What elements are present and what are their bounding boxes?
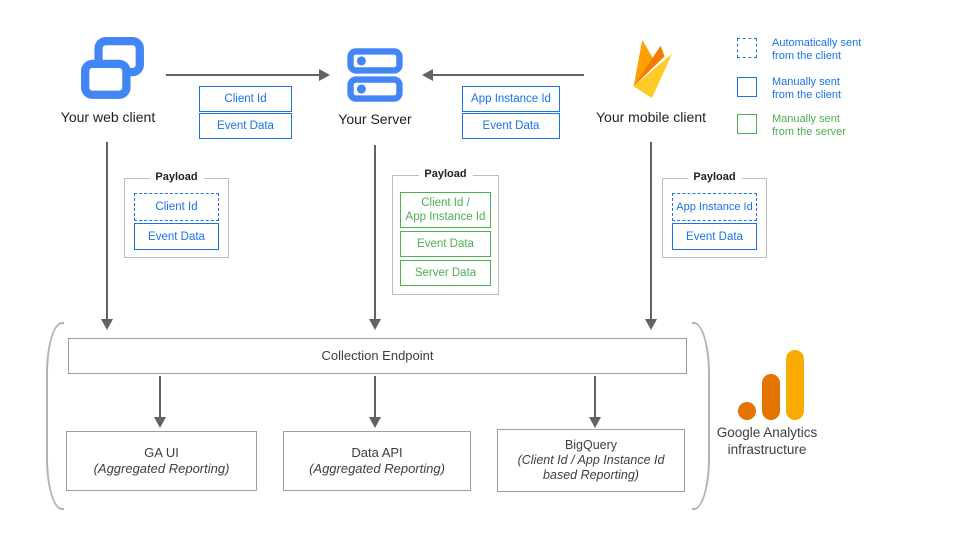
data-api-subtitle: (Aggregated Reporting)	[309, 461, 445, 476]
payload-web: Payload Client Id Event Data	[124, 171, 229, 258]
bigquery-box: BigQuery (Client Id / App Instance Id ba…	[497, 429, 685, 492]
data-api-title: Data API	[351, 445, 403, 460]
payload-server-title: Payload	[418, 168, 473, 180]
ga-ui-title: GA UI	[144, 445, 179, 460]
payload-server-server-data: Server Data	[400, 260, 491, 286]
infrastructure-bracket-left	[46, 322, 64, 510]
payload-web-client-id: Client Id	[134, 193, 219, 221]
server-stack-icon	[347, 48, 403, 102]
arrow-endpoint-to-dataapi	[369, 376, 381, 428]
ga-ui-subtitle: (Aggregated Reporting)	[93, 461, 230, 476]
flow-label-event-data-mobile: Event Data	[462, 113, 560, 139]
web-client-label: Your web client	[60, 109, 156, 125]
payload-web-title: Payload	[149, 171, 204, 183]
flow-label-event-data: Event Data	[199, 113, 292, 139]
legend-swatch-manual-client	[737, 77, 757, 97]
arrow-mobile-to-endpoint	[645, 142, 657, 330]
flow-label-client-id: Client Id	[199, 86, 292, 112]
data-api-box: Data API (Aggregated Reporting)	[283, 431, 471, 491]
legend-swatch-auto-client	[737, 38, 757, 58]
arrow-web-to-server	[166, 69, 330, 81]
collection-endpoint-label: Collection Endpoint	[321, 348, 434, 363]
payload-web-event-data: Event Data	[134, 223, 219, 250]
payload-mobile-title: Payload	[687, 171, 742, 183]
legend-swatch-manual-server	[737, 114, 757, 134]
bigquery-title: BigQuery	[564, 438, 618, 452]
bigquery-subtitle: (Client Id / App Instance Id based Repor…	[517, 453, 665, 482]
infrastructure-caption: Google Analytics infrastructure	[716, 425, 818, 457]
payload-mobile-app-instance-id: App Instance Id	[672, 193, 757, 221]
legend-label-manual-client: Manually sent from the client	[772, 76, 842, 101]
arrow-mobile-to-server	[422, 69, 584, 81]
server-label: Your Server	[338, 111, 412, 127]
firebase-flame-icon	[633, 40, 673, 98]
mobile-client-label: Your mobile client	[596, 109, 706, 125]
payload-mobile: Payload App Instance Id Event Data	[662, 171, 767, 258]
arrow-server-to-endpoint	[369, 145, 381, 330]
browser-windows-icon	[81, 37, 144, 99]
payload-mobile-event-data: Event Data	[672, 223, 757, 250]
legend-label-manual-server: Manually sent from the server	[772, 113, 846, 138]
flow-label-app-instance-id: App Instance Id	[462, 86, 560, 112]
arrow-endpoint-to-gaui	[154, 376, 166, 428]
arrow-web-to-endpoint	[101, 142, 113, 330]
payload-server-ids: Client Id / App Instance Id	[400, 192, 491, 228]
payload-server: Payload Client Id / App Instance Id Even…	[392, 168, 499, 295]
infrastructure-bracket-right	[692, 322, 710, 510]
payload-server-event-data: Event Data	[400, 231, 491, 257]
collection-endpoint-box: Collection Endpoint	[68, 338, 687, 374]
ga-ui-box: GA UI (Aggregated Reporting)	[66, 431, 257, 491]
google-analytics-logo	[738, 350, 804, 420]
legend-label-auto-client: Automatically sent from the client	[772, 37, 862, 62]
arrow-endpoint-to-bigquery	[589, 376, 601, 428]
